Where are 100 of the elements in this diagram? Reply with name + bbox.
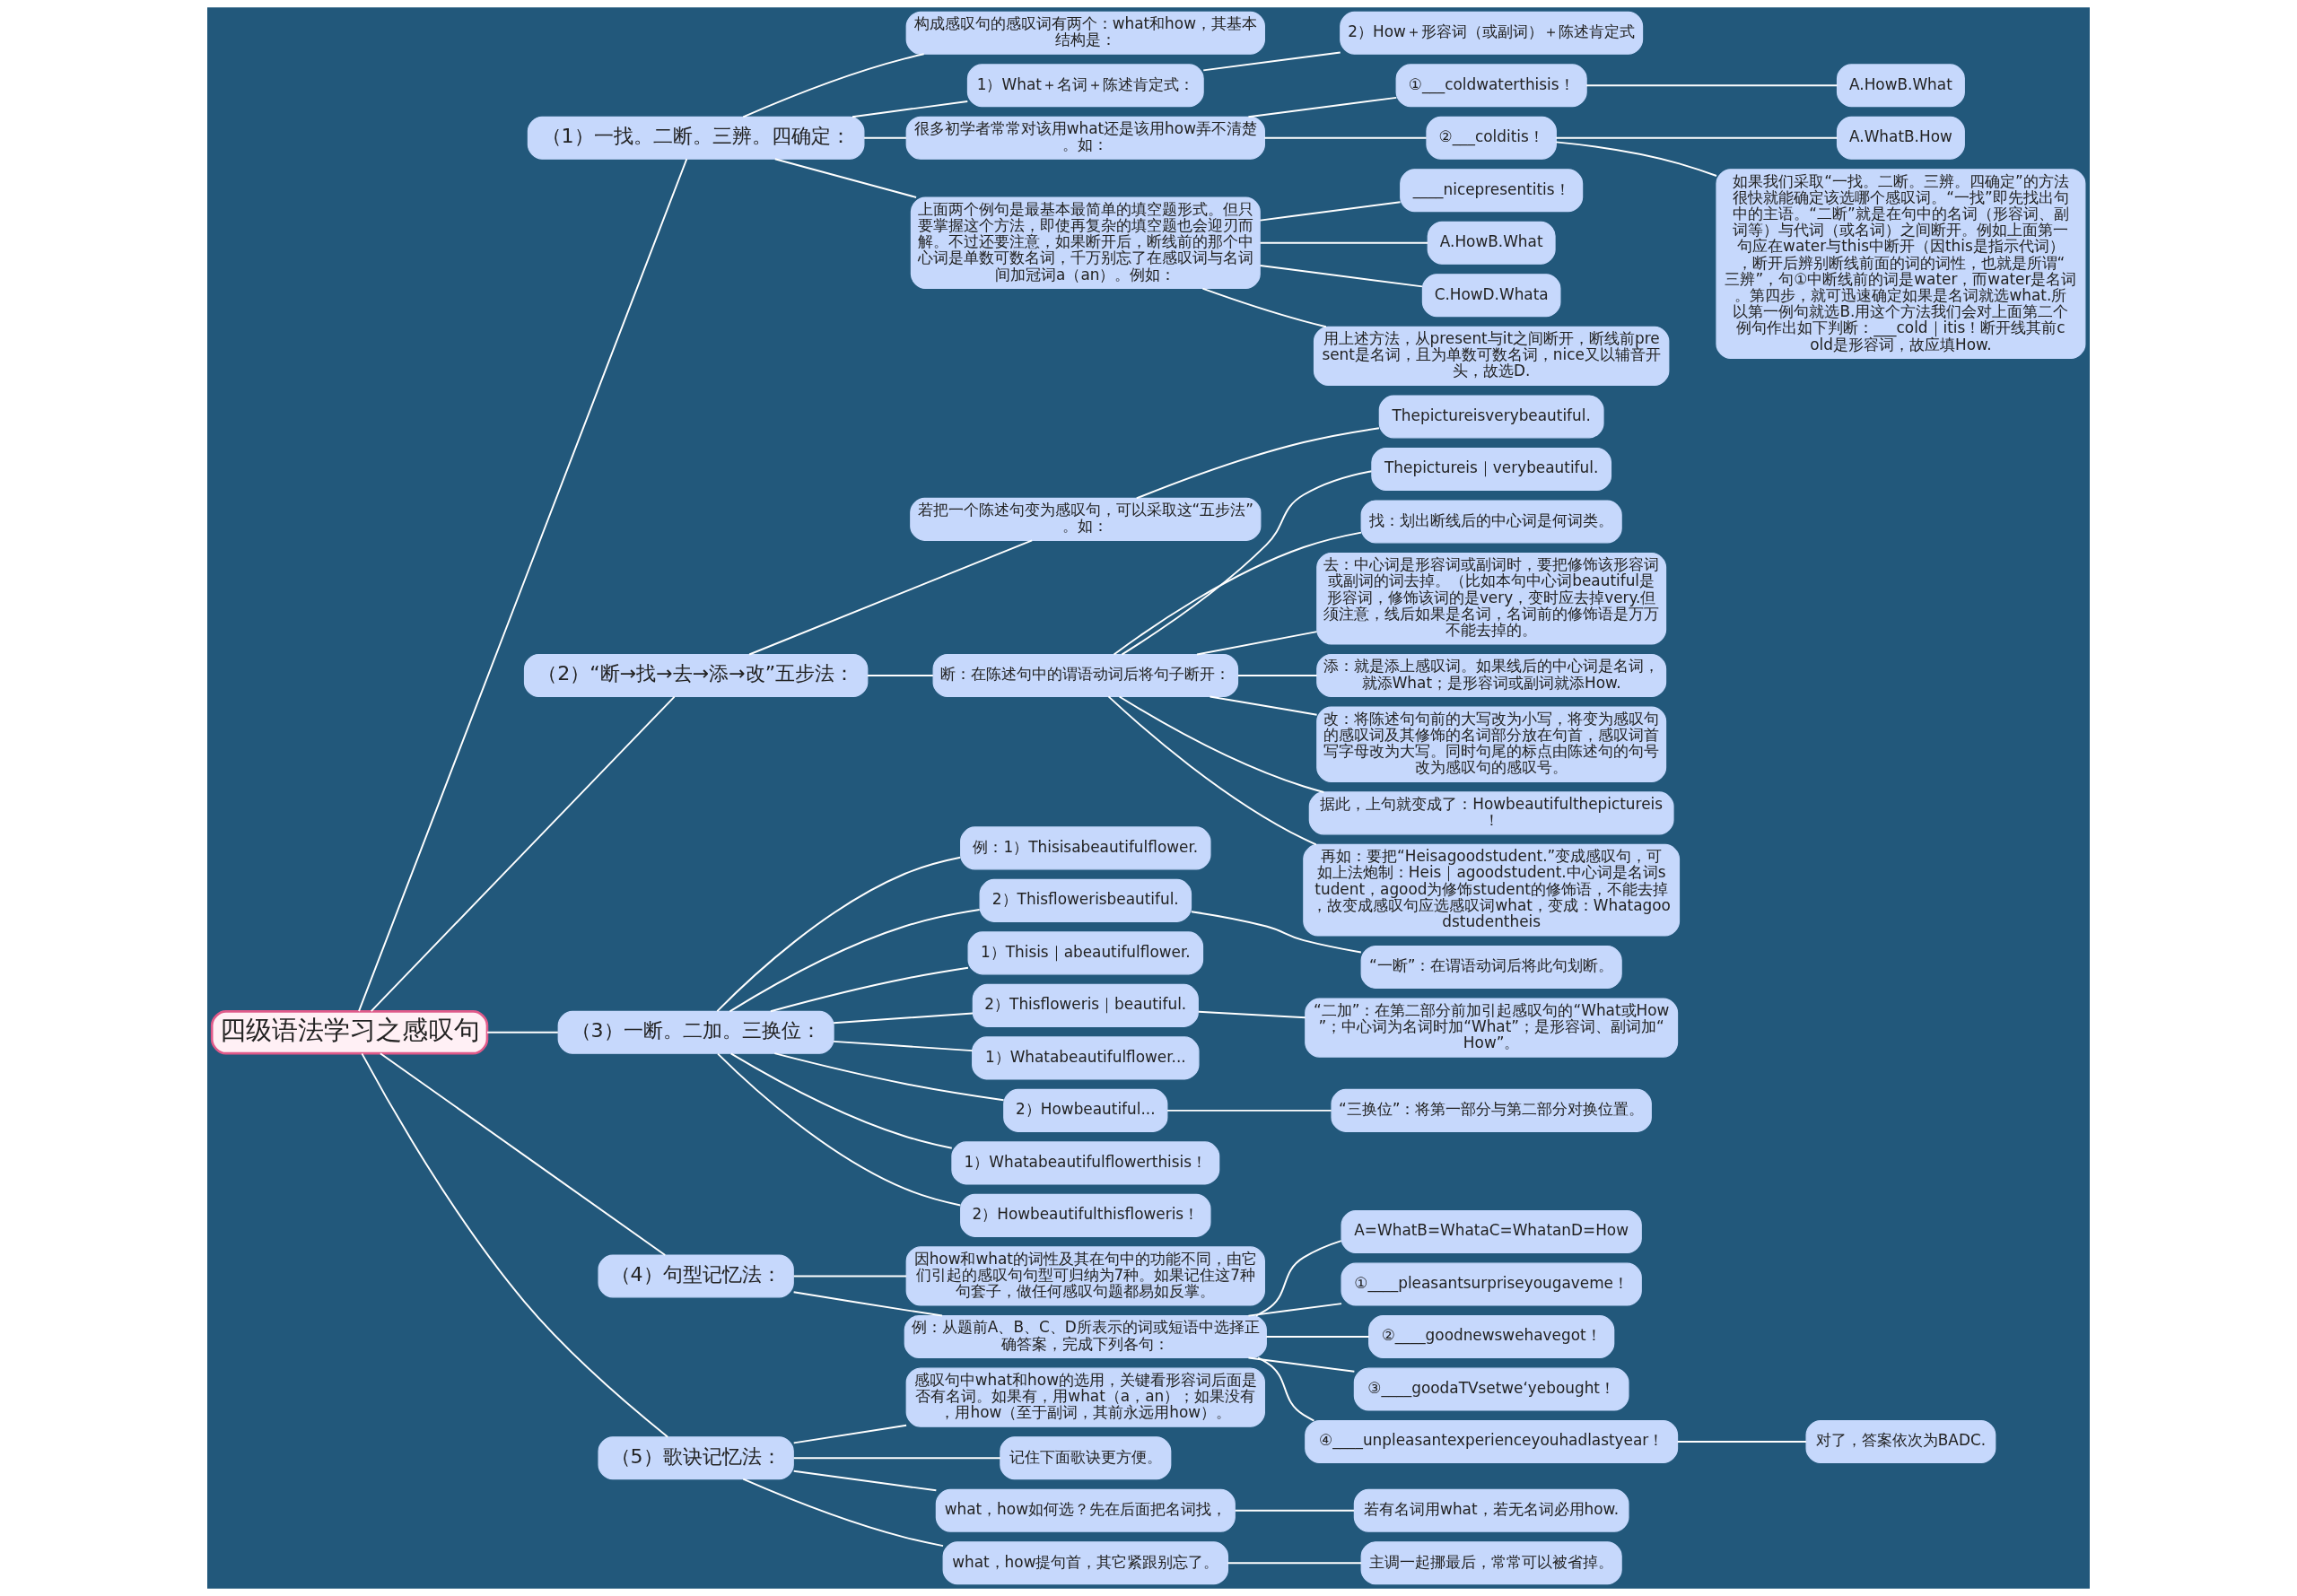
- connector: [1259, 241, 1429, 244]
- node-box: A.HowB.What: [1427, 221, 1556, 265]
- connector: [1247, 1303, 1343, 1317]
- connector: [1190, 911, 1362, 954]
- node-box: what，how如何选？先在后面把名词找，: [935, 1488, 1236, 1532]
- connector: [742, 1478, 944, 1548]
- connector: [716, 856, 962, 1013]
- connector: [1209, 695, 1318, 716]
- node-box: 若有名词用what，若无名词必用how.: [1353, 1488, 1629, 1532]
- connector: [1107, 695, 1317, 846]
- node-box: 2）Thisflowerisbeautiful.: [979, 878, 1192, 922]
- connector: [1197, 1010, 1306, 1019]
- connector: [1555, 136, 1838, 139]
- node-box: 例：从题前A、B、C、D所表示的词或短语中选择正确答案，完成下列各句：: [904, 1315, 1267, 1359]
- connector: [370, 695, 676, 1013]
- connector: [1201, 287, 1327, 328]
- node-box: 断：在陈述句中的谓语动词后将句子断开：: [932, 653, 1239, 698]
- connector: [717, 1052, 962, 1207]
- connector: [1135, 427, 1380, 500]
- connector: [1196, 631, 1318, 656]
- connector: [792, 1470, 938, 1492]
- node-box: 若把一个陈述句变为感叹句，可以采取这“五步法”。如：: [910, 497, 1262, 541]
- node-box: 例：1）Thisisabeautifulflower.: [960, 826, 1211, 870]
- connector: [1585, 84, 1838, 87]
- node-box: A=WhatB=WhataC=WhatanD=How: [1341, 1210, 1642, 1254]
- node-box: 构成感叹句的感叹词有两个：what和how，其基本结构是：: [905, 11, 1265, 55]
- connector: [358, 158, 688, 1013]
- connector: [1227, 1562, 1363, 1565]
- node-box: （2）“断→找→去→添→改”五步法：: [523, 653, 869, 698]
- connector: [729, 1052, 953, 1149]
- node-box: Thepictureis｜verybeautiful.: [1371, 447, 1612, 491]
- node-box: （5）歌诀记忆法：: [598, 1436, 794, 1480]
- node-box: 记住下面歌诀更方便。: [1000, 1436, 1172, 1480]
- connector: [1247, 96, 1398, 118]
- node-box: Thepictureisverybeautiful.: [1378, 395, 1604, 439]
- node-box: what，how提句首，其它紧跟别忘了。: [942, 1541, 1229, 1585]
- connector: [792, 1457, 1001, 1460]
- node-box: 添：就是添上感叹词。如果线后的中心词是名词，就添What；是形容词或副词就添How.: [1316, 653, 1667, 698]
- node-box: 据此，上句就变成了：Howbeautifulthepictureis！: [1308, 791, 1674, 835]
- connector: [1676, 1441, 1807, 1443]
- node-box: C.HowD.Whata: [1421, 274, 1561, 318]
- connector: [833, 1040, 974, 1052]
- connector: [769, 966, 969, 1013]
- connector: [1254, 1240, 1342, 1317]
- connector: [792, 1275, 908, 1278]
- node-box: 找：划出断线后的中心词是何词类。: [1360, 500, 1622, 544]
- connector: [361, 1052, 669, 1438]
- node-box: ④____unpleasantexperienceyouhadlastyear！: [1305, 1420, 1679, 1464]
- node-box: 1）What＋名词＋陈述肯定式：: [966, 64, 1204, 108]
- connector: [866, 675, 934, 676]
- connector: [1259, 264, 1424, 288]
- node-box: 1）Thisis｜abeautifulflower.: [967, 931, 1204, 975]
- node-box: （3）一断。二加。三换位：: [557, 1010, 834, 1054]
- node-box: ①___coldwaterthisis！: [1395, 64, 1587, 108]
- connector: [1118, 695, 1325, 793]
- connector: [863, 136, 907, 139]
- node-box: ____nicepresentitis！: [1400, 169, 1584, 213]
- node-box: 感叹句中what和how的选用，关键看形容词后面是否有名词。如果有，用what（a，an）；如果没有，用how（至于副词，其前永远用how）。: [905, 1367, 1265, 1427]
- node-box: 1）Whatabeautifulflowerthisis！: [951, 1141, 1220, 1185]
- node-box: 2）Howbeautifulthisfloweris！: [960, 1193, 1211, 1237]
- node-box: 四级语法学习之感叹句: [210, 1010, 489, 1055]
- node-box: （4）句型记忆法：: [598, 1254, 794, 1298]
- connector: [1247, 1356, 1356, 1373]
- node-box: ②____goodnewswehavegot！: [1368, 1315, 1615, 1359]
- node-box: 改：将陈述句句前的大写改为小写，将变为感叹句的感叹词及其修饰的名词部分放在句首，感叹词首写字母改为大写。同时句尾的标点由陈述句的句号改为感叹句的感叹号。: [1316, 706, 1667, 782]
- connector: [1259, 201, 1402, 222]
- node-box: 再如：要把“Heisagoodstudent.”变成感叹句，可如上法炮制：Heis｜agoodstudent.中心词是名词student，agood为修饰student的修饰语，不能去掉，故变成感叹句应选感叹词what，变成：Whatagoodstudentheis: [1303, 843, 1681, 937]
- connector: [773, 1052, 1005, 1102]
- node-box: 如果我们采取“一找。二断。三辨。四确定”的方法很快就能确定该选哪个感叹词。“一找”即先找出句中的主语。“二断”就是在句中的名词（形容词、副词等）与代词（或名词）之间断开。例如上面第一句应在water与this中断开（因this是指示代词），断开后辨别断线前面的词的词性，也就是所谓“三辨”，句①中断线前的词是water，而water是名词。第四步，就可迅速确定如果是名词就选what.所以第一例句就选B.用这个方法我们会对上面第二个例句作出如下判断：___cold｜itis！断开线其前cold是形容词，故应填How.: [1716, 169, 2086, 360]
- node-box: A.HowB.What: [1836, 64, 1965, 108]
- node-box: A.WhatB.How: [1836, 116, 1965, 160]
- connector: [1236, 675, 1318, 676]
- node-box: 上面两个例句是最基本最简单的填空题形式。但只要掌握这个方法，即使再复杂的填空题也会迎刃而解。不过还要注意，如果断开后，断线前的那个中心词是单数可数名词，千万别忘了在感叹词与名词间加冠词a（an）。例如：: [910, 196, 1261, 290]
- node-box: 2）Thisfloweris｜beautiful.: [972, 983, 1199, 1027]
- connector: [1113, 531, 1362, 656]
- connector: [1263, 136, 1428, 139]
- node-box: 很多初学者常常对该用what还是该用how弄不清楚。如：: [905, 116, 1265, 160]
- node-box: 2）Howbeautiful...: [1003, 1088, 1168, 1132]
- connector: [1555, 141, 1717, 177]
- connector: [1202, 51, 1341, 72]
- connector: [792, 1291, 943, 1317]
- connector: [748, 539, 1034, 656]
- connector: [379, 1052, 667, 1256]
- connector: [729, 909, 981, 1013]
- connector: [742, 53, 925, 118]
- node-box: 对了，答案依次为BADC.: [1805, 1420, 1996, 1464]
- connector: [1257, 1356, 1315, 1422]
- node-box: 主调一起挪最后，常常可以被省掉。: [1360, 1541, 1622, 1585]
- connector: [1265, 1336, 1370, 1338]
- node-box: 因how和what的词性及其在句中的功能不同，由它们引起的感叹句句型可归纳为7种。如果记住这7种句套子，做任何感叹句题都易如反掌。: [905, 1246, 1265, 1306]
- node-box: “三换位”：将第一部分与第二部分对换位置。: [1331, 1088, 1652, 1132]
- node-box: 用上述方法，从present与it之间断开，断线前present是名词，且为单数可数名词，nice又以辅音开头，故选D.: [1313, 326, 1670, 386]
- connector: [1234, 1509, 1356, 1512]
- connector: [1166, 1109, 1332, 1112]
- connector: [792, 1424, 908, 1444]
- node-box: （1）一找。二断。三辨。四确定：: [527, 116, 865, 160]
- node-box: “二加”：在第二部分前加引起感叹句的“What或How”；中心词为名词时加“What”；是形容词、副词加“How”。: [1305, 998, 1679, 1058]
- connector: [1121, 470, 1373, 656]
- connector: [773, 158, 918, 198]
- node-box: 去：中心词是形容词或副词时，要把修饰该形容词或副词的词去掉。（比如本句中心词beautiful是形容词，修饰该词的是very，变时应去掉very.但须注意，线后如果是名词，名词前的修饰语是万万不能去掉的。: [1316, 552, 1667, 645]
